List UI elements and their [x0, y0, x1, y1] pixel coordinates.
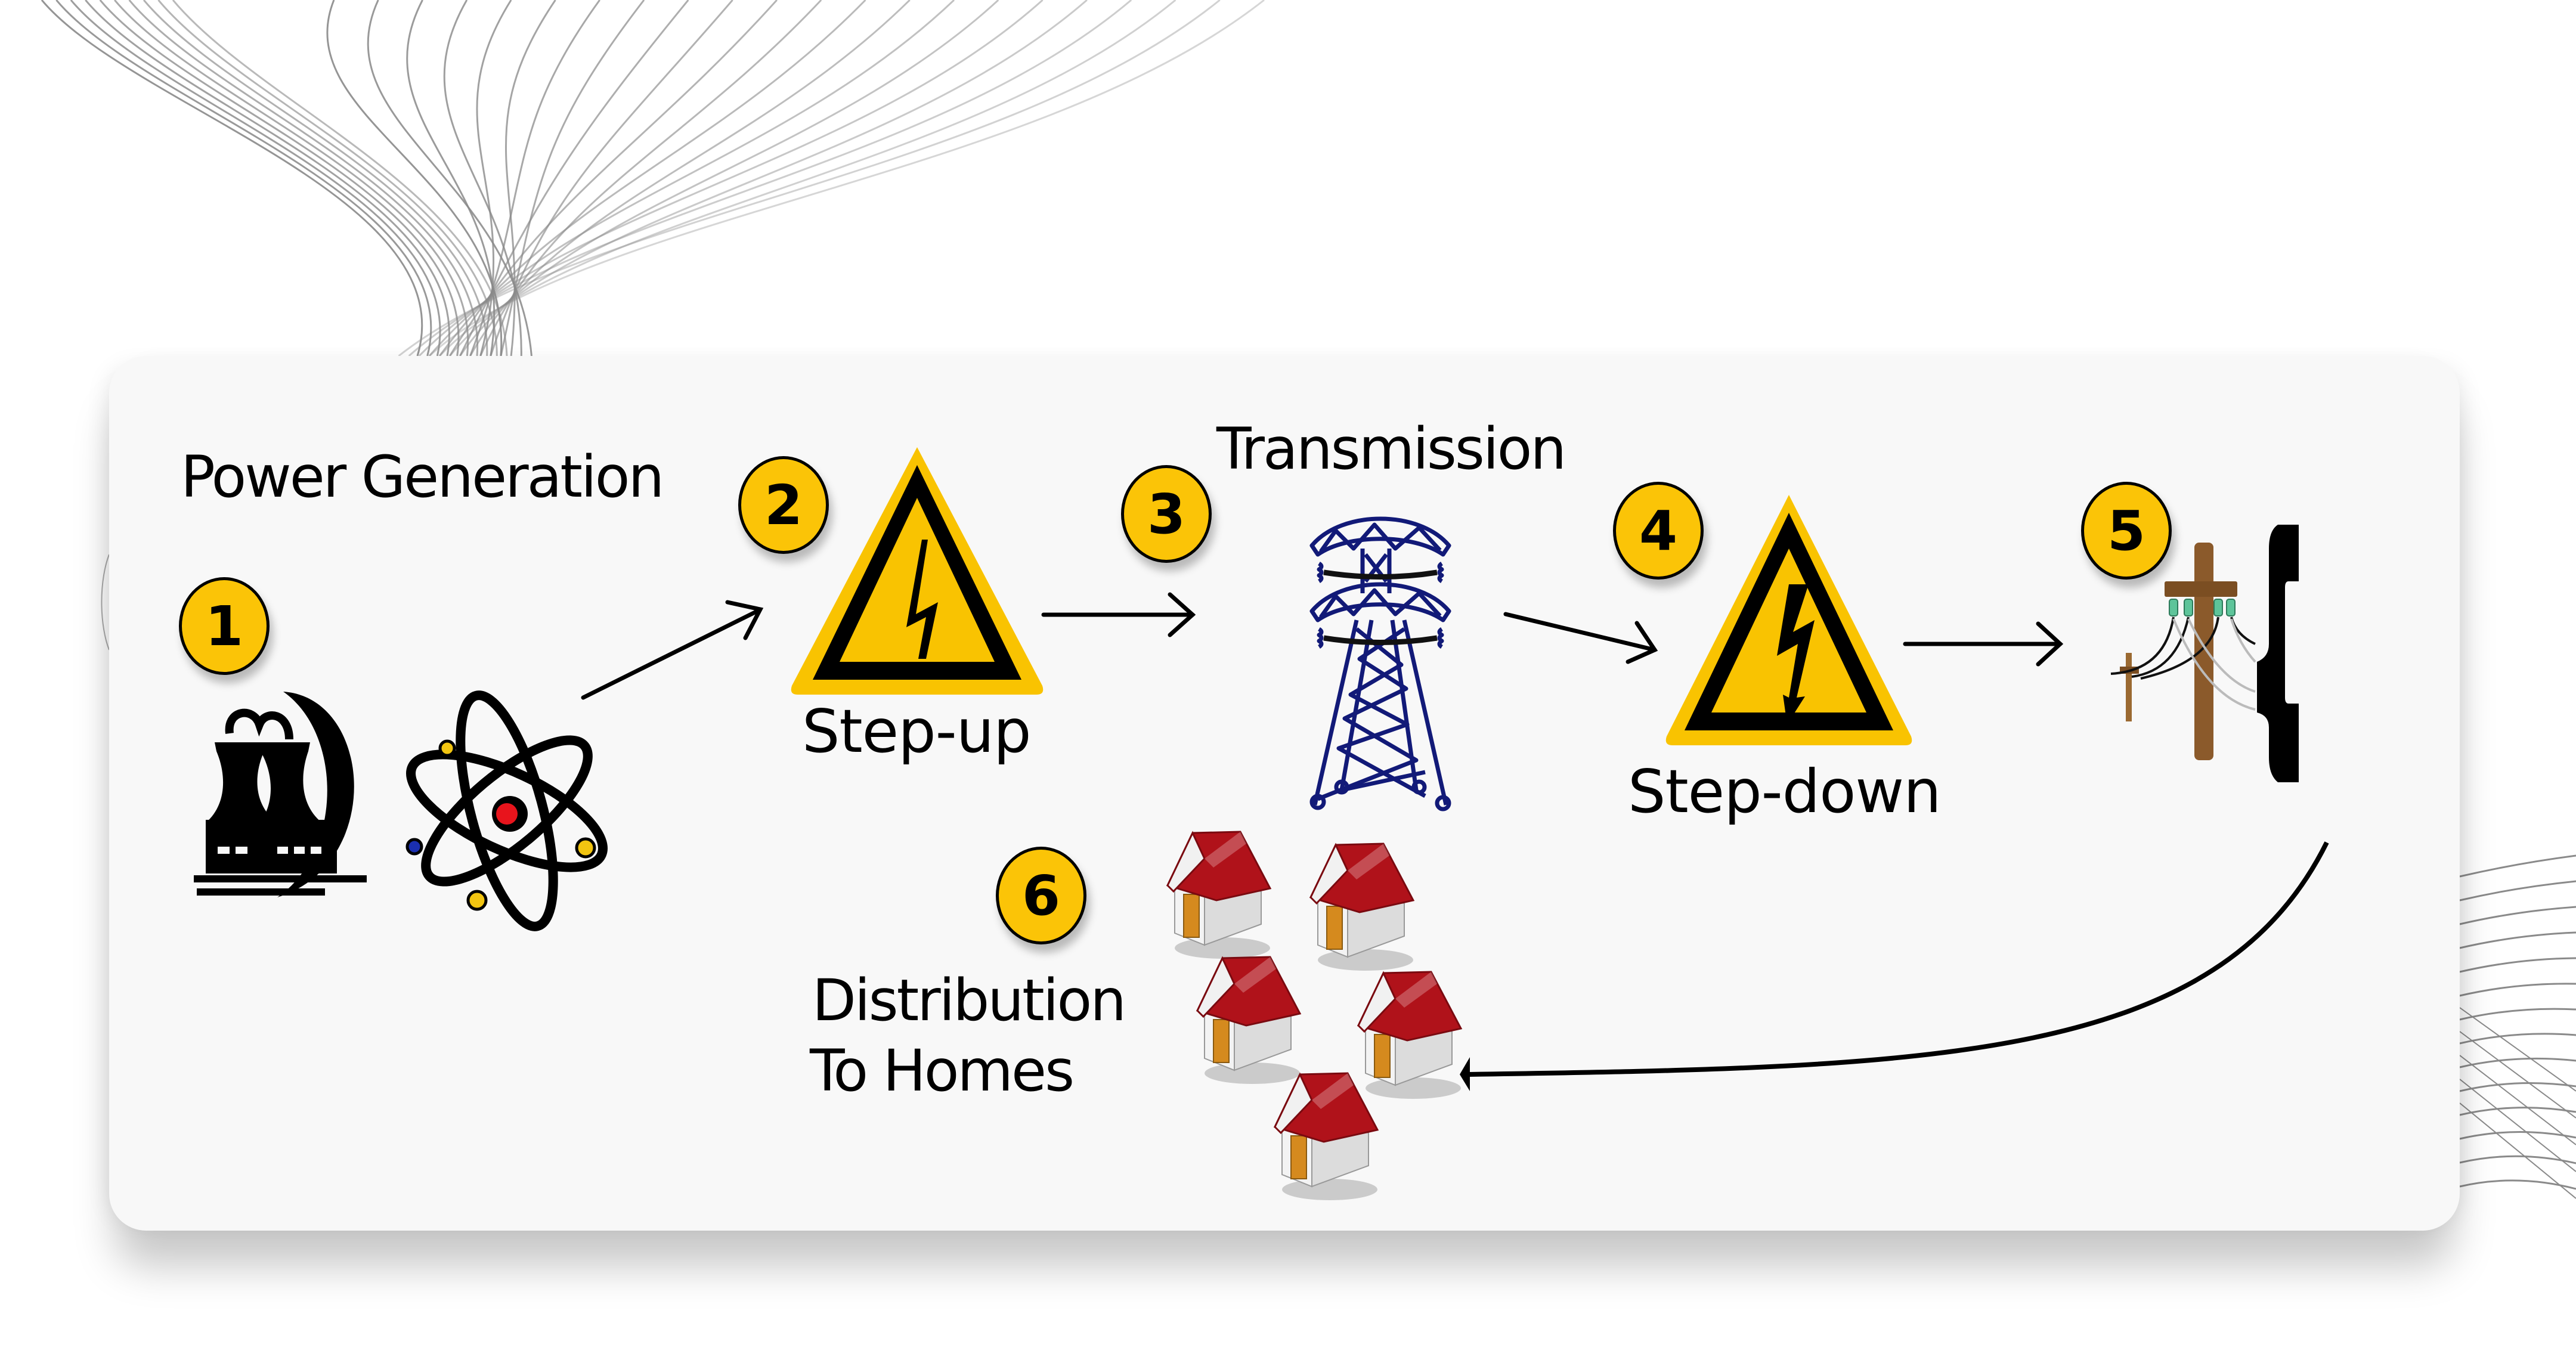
wave-line [85, 0, 450, 357]
wave-line [2459, 1107, 2576, 1116]
wave-line [55, 0, 432, 357]
transmission-tower-icon [1309, 516, 1451, 811]
wave-line [428, 0, 1265, 357]
wave-line [439, 0, 1176, 357]
house-icon [1357, 971, 1463, 1099]
wave-line [2459, 880, 2576, 902]
wave-line [2459, 1082, 2576, 1092]
step-label-distribution: Distribution [812, 967, 1126, 1034]
wave-line [449, 0, 1088, 357]
atom-icon [405, 690, 608, 931]
step-badge-2: 2 [738, 456, 829, 554]
wave-line [408, 0, 1132, 357]
arrow-2-to-3 [1041, 592, 1196, 637]
step-badge-3: 3 [1121, 465, 1212, 563]
wave-line [2459, 906, 2576, 925]
wave-line [2459, 1130, 2576, 1140]
utility-pole-icon [2110, 525, 2299, 782]
wave-line [2459, 983, 2576, 997]
wave-line [143, 0, 488, 357]
step-badge-4: 4 [1613, 482, 1704, 580]
step-badge-5: 5 [2081, 482, 2172, 580]
house-icon [1166, 831, 1272, 959]
step-label-transmission: Transmission [1216, 416, 1566, 482]
diagram-card [109, 356, 2460, 1231]
house-icon [1196, 956, 1302, 1084]
wave-line [2459, 1007, 2576, 1092]
wave-line [172, 0, 508, 357]
wave-line [2459, 1079, 2576, 1172]
arrow-4-to-5 [1903, 621, 2064, 667]
step-label-to-homes: To Homes [810, 1037, 1075, 1104]
wave-line [2459, 1031, 2576, 1119]
wave-line [398, 0, 1221, 357]
wave-line [2459, 1008, 2576, 1021]
wave-lines-top [41, 0, 1265, 357]
wave-line [2459, 957, 2576, 973]
wave-lines-right [2459, 854, 2576, 1199]
house-icon [1273, 1072, 1379, 1200]
step-label-step-down: Step-down [1628, 757, 1942, 826]
wave-line [128, 0, 479, 357]
arrow-3-to-4 [1503, 612, 1658, 664]
high-voltage-warning-icon [1665, 495, 1912, 745]
wave-line [2459, 1055, 2576, 1145]
wave-line [114, 0, 469, 357]
step-badge-6: 6 [996, 847, 1086, 944]
wave-line [2459, 1179, 2576, 1190]
high-voltage-warning-icon [791, 447, 1044, 695]
wave-line [70, 0, 441, 357]
house-icon [1309, 842, 1415, 971]
left-faint-arc [101, 554, 110, 650]
arrow-5-to-6 [1460, 841, 2329, 1091]
arrow-1-to-2 [581, 600, 764, 700]
nuclear-power-plant-icon [194, 692, 367, 897]
step-label-step-up: Step-up [802, 696, 1032, 766]
wave-line [157, 0, 498, 357]
wave-line [99, 0, 460, 357]
wave-line [469, 0, 911, 357]
wave-line [2459, 854, 2576, 878]
wave-line [41, 0, 423, 357]
wave-line [2459, 931, 2576, 949]
wave-line [2459, 1057, 2576, 1068]
wave-line [2459, 1033, 2576, 1045]
step-badge-1: 1 [179, 577, 270, 675]
wave-line [459, 0, 999, 357]
wave-line [2459, 1102, 2576, 1199]
step-label-power-generation: Power Generation [181, 444, 664, 510]
